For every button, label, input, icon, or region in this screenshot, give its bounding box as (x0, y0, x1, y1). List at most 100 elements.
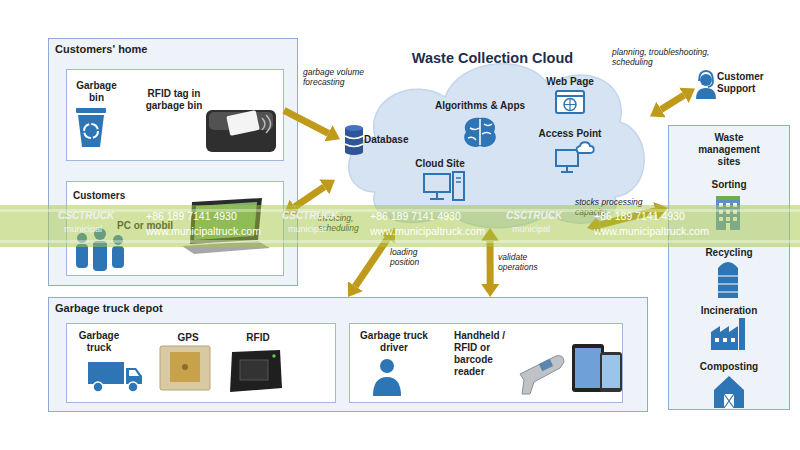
service-item: Cloud Site (405, 158, 475, 202)
flow-arrow (600, 211, 656, 225)
door-cross (724, 394, 734, 408)
db-cylinder (345, 128, 363, 152)
reader-body (206, 110, 276, 152)
person-body (76, 244, 88, 268)
person-head (700, 74, 712, 86)
truck-body (88, 362, 124, 384)
node-title: Database (364, 134, 412, 146)
site-item: Sorting (691, 177, 767, 233)
node-title: Garbage truck depot (55, 302, 255, 315)
edge-label: garbage volume forecasting (303, 68, 383, 88)
watermark-text: municipal (64, 224, 102, 234)
silo-bands (718, 276, 738, 292)
service-item: Algorithms & Apps (430, 98, 530, 154)
rfid-reader-photo (230, 350, 282, 392)
globe-lines (564, 99, 576, 111)
node-text: RFID (233, 332, 283, 344)
actor-item: Customer Support (695, 68, 775, 102)
silo-dome (718, 262, 738, 268)
gps-board (160, 346, 210, 390)
reader-case (230, 350, 282, 392)
radio-waves (262, 115, 271, 133)
chimney (739, 318, 745, 350)
gps-antenna (170, 352, 200, 382)
scanner-body (520, 356, 564, 394)
headset (699, 71, 713, 87)
flow-arrow (661, 95, 684, 109)
browser-bar (556, 95, 584, 97)
node-title: Recycling (691, 247, 767, 259)
node-title: Customers' home (55, 43, 255, 56)
flow-arrow (355, 239, 387, 286)
monitor (424, 174, 450, 192)
group-box: Garbage truck depotGarbage truckGPSRFIDG… (48, 297, 648, 412)
truck-cab (126, 368, 142, 384)
cloud-shape (349, 64, 644, 228)
globe (564, 99, 576, 111)
service-item: Database (340, 124, 412, 158)
laptop-lid (190, 198, 262, 244)
person-head (380, 359, 394, 373)
node-title: Web Page (535, 76, 605, 88)
edge-label: planning, troubleshooting, scheduling (612, 48, 724, 68)
antenna-pin (182, 364, 188, 370)
edge-label: invoicing, scheduling (318, 214, 364, 234)
database-icon (345, 125, 363, 155)
component-box: CustomersPC or mobil (66, 181, 284, 276)
bin-lid (76, 108, 106, 113)
monitor (556, 150, 578, 166)
node-text: RFID tag in garbage bin (139, 88, 209, 112)
small-cloud (577, 142, 594, 153)
silo-body (718, 268, 738, 298)
watermark-strip (0, 205, 800, 247)
node-title: Sorting (691, 179, 767, 191)
edge-label: loading position (390, 248, 432, 268)
browser-window (556, 91, 584, 113)
factory-body (711, 326, 738, 350)
reader-shine (209, 112, 273, 130)
node-title: Algorithms & Apps (430, 100, 530, 112)
watermark-stripe (0, 240, 800, 243)
watermark-text: municipal (288, 224, 326, 234)
composting-barn-icon (714, 376, 744, 408)
node-title: Access Point (530, 128, 610, 140)
watermark-text: CSCTRUCK (506, 210, 562, 221)
recycle-symbol (84, 124, 98, 138)
windows (715, 338, 735, 342)
recycling-silo-icon (718, 262, 738, 298)
node-text: PC or mobil (117, 220, 187, 232)
cloud-shape: Waste Collection CloudDatabaseAlgorithms… (335, 42, 650, 228)
group-box: Customers' homeGarbage binRFID tag in ga… (48, 38, 298, 286)
db-top (345, 125, 363, 131)
node-title: Incineration (691, 305, 767, 317)
node-title: Waste management sites (689, 132, 769, 168)
site-item: Recycling (691, 245, 767, 301)
windows (719, 203, 737, 230)
node-text: GPS (163, 332, 213, 344)
family-icon (76, 228, 124, 271)
phone-screen (602, 355, 620, 388)
site-item: Composting (691, 359, 767, 409)
reader-panel (240, 360, 268, 380)
phone-case (600, 352, 622, 392)
person-head (77, 233, 87, 243)
node-title: Cloud Site (405, 158, 475, 170)
watermark-text: +86 189 7141 4930 (146, 210, 237, 222)
watermark-text: CSCTRUCK (58, 210, 114, 221)
node-title: Composting (691, 361, 767, 373)
node-title: Garbage truck driver (356, 330, 432, 354)
truck-icon (88, 362, 142, 392)
component-box: Garbage binRFID tag in garbage bin (66, 69, 284, 161)
access-point-icon (556, 142, 594, 172)
person-head (113, 235, 123, 245)
watermark-text: CSCTRUCK (282, 210, 338, 221)
watermark-stripe (0, 209, 800, 212)
bin-body (78, 115, 104, 147)
barn-door (724, 394, 734, 408)
scanner-screen (539, 359, 553, 371)
